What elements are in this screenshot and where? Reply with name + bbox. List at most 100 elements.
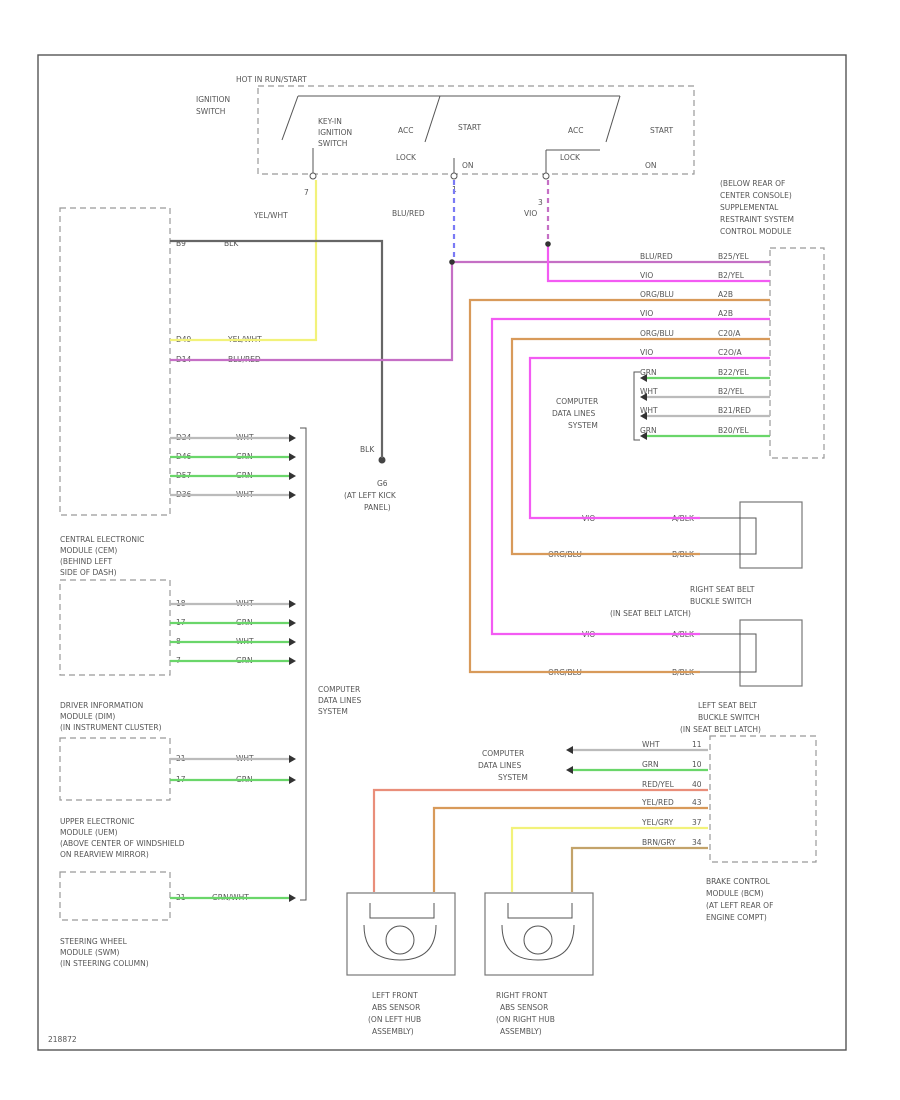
pin-3-label: 3 xyxy=(538,198,543,207)
srs-row-0-pin: B25/YEL xyxy=(718,252,750,261)
wire-org-blu-left-belt xyxy=(468,298,770,674)
bcm-row-5-wire: BRN/GRY xyxy=(642,838,676,847)
data-lines-label-2: DATA LINES xyxy=(318,696,361,705)
right-abs-coil-icon xyxy=(501,903,575,961)
ground-wire-label: BLK xyxy=(360,445,375,454)
swm-label-1: STEERING WHEEL xyxy=(60,937,128,946)
pin-7-label: 7 xyxy=(304,188,309,197)
bcm: BRAKE CONTROL MODULE (BCM) (AT LEFT REAR… xyxy=(478,735,817,922)
data-lines-label-1: COMPUTER xyxy=(318,685,360,694)
bcm-row-4-pin: 37 xyxy=(692,818,702,827)
uem-arrow-0 xyxy=(289,755,296,763)
left-belt-contact xyxy=(700,633,757,673)
right-abs-label-1: RIGHT FRONT xyxy=(496,991,548,1000)
dim-arrow-0 xyxy=(289,600,296,608)
dim: 18 WHT 17 GRN 8 WHT 7 GRN DRIVER INFORMA… xyxy=(59,579,254,732)
ground-label-2: (AT LEFT KICK xyxy=(344,491,397,500)
bcm-data-lines-label-3: SYSTEM xyxy=(498,773,528,782)
bcm-arrow-0 xyxy=(566,746,573,754)
wire-blk-ground xyxy=(170,239,384,458)
wire-vio-right-belt xyxy=(528,356,770,520)
splice-vio xyxy=(545,241,551,247)
srs-row-1-pin: B2/YEL xyxy=(718,271,745,280)
bcm-data-lines-label-2: DATA LINES xyxy=(478,761,521,770)
start-label-2: START xyxy=(650,126,674,135)
right-belt-label-2: BUCKLE SWITCH xyxy=(690,597,752,606)
cem-arrow-2 xyxy=(289,472,296,480)
cem-label-4: SIDE OF DASH) xyxy=(60,568,117,577)
ignition-switch: HOT IN RUN/START IGNITION SWITCH KEY-IN … xyxy=(196,75,695,220)
left-abs-label-1: LEFT FRONT xyxy=(372,991,418,1000)
lock-label-1: LOCK xyxy=(396,153,417,162)
left-abs-label-4: ASSEMBLY) xyxy=(372,1027,414,1036)
ignition-switch-box xyxy=(257,85,695,175)
bcm-row-5-pin: 34 xyxy=(692,838,702,847)
ground-label-1: G6 xyxy=(377,479,388,488)
bcm-arrow-1 xyxy=(566,766,573,774)
dim-label-1: DRIVER INFORMATION xyxy=(60,701,143,710)
bcm-row-1-pin: 10 xyxy=(692,760,702,769)
ground-label-3: PANEL) xyxy=(364,503,391,512)
srs-arrow-0 xyxy=(640,374,647,382)
srs-data-lines-label-2: DATA LINES xyxy=(552,409,595,418)
swm: 21 GRN/WHT STEERING WHEEL MODULE (SWM) (… xyxy=(59,871,249,968)
dim-arrow-2 xyxy=(289,638,296,646)
uem-arrow-1 xyxy=(289,776,296,784)
bcm-row-4-wire: YEL/GRY xyxy=(641,818,674,827)
right-belt-label-3: (IN SEAT BELT LATCH) xyxy=(610,609,691,618)
right-belt-box xyxy=(739,501,803,569)
left-belt-label-1: LEFT SEAT BELT xyxy=(698,701,757,710)
wire-blu-red-cem xyxy=(170,260,770,362)
right-abs-label-2: ABS SENSOR xyxy=(500,1003,548,1012)
dim-arrow-1 xyxy=(289,619,296,627)
left-abs-sensor: LEFT FRONT ABS SENSOR (ON LEFT HUB ASSEM… xyxy=(346,892,456,1036)
wire-org-blu-right-belt xyxy=(510,337,770,556)
srs-row-2-wire: ORG/BLU xyxy=(640,290,674,299)
left-abs-label-3: (ON LEFT HUB xyxy=(368,1015,421,1024)
blu-red-wire-label: BLU/RED xyxy=(392,209,425,218)
cem-arrow-0 xyxy=(289,434,296,442)
srs-row-9-wire: GRN xyxy=(640,426,657,435)
acc-label-1: ACC xyxy=(398,126,413,135)
srs-row-8-wire: WHT xyxy=(640,406,658,415)
bcm-label-4: ENGINE COMPT) xyxy=(706,913,767,922)
data-lines-bracket xyxy=(300,427,307,901)
terminal-1-icon xyxy=(450,172,458,180)
uem-label-3: (ABOVE CENTER OF WINDSHIELD xyxy=(60,839,185,848)
on-label-1: ON xyxy=(462,161,474,170)
wire-brn-gry-abs xyxy=(570,846,708,892)
acc-label-2: ACC xyxy=(568,126,583,135)
bcm-row-0-pin: 11 xyxy=(692,740,702,749)
vio-wire-label: VIO xyxy=(524,209,537,218)
left-abs-rotor-icon xyxy=(385,925,415,955)
left-belt-label-2: BUCKLE SWITCH xyxy=(698,713,760,722)
srs-arrow-1 xyxy=(640,393,647,401)
right-abs-box xyxy=(484,892,594,976)
srs-arrow-2 xyxy=(640,412,647,420)
left-seat-belt-switch: LEFT SEAT BELT BUCKLE SWITCH (IN SEAT BE… xyxy=(680,619,803,734)
bcm-label-2: MODULE (BCM) xyxy=(706,889,764,898)
terminal-7-icon xyxy=(309,172,317,180)
bcm-row-3-pin: 43 xyxy=(692,798,702,807)
cem-arrow-3 xyxy=(289,491,296,499)
bcm-row-3-wire: YEL/RED xyxy=(641,798,674,807)
srs-label-5: CONTROL MODULE xyxy=(720,227,792,236)
bcm-label-1: BRAKE CONTROL xyxy=(706,877,771,886)
swm-arrow xyxy=(289,894,296,902)
srs-module: (BELOW REAR OF CENTER CONSOLE) SUPPLEMEN… xyxy=(548,179,825,677)
dim-arrow-3 xyxy=(289,657,296,665)
uem-label-2: MODULE (UEM) xyxy=(60,828,118,837)
diagram-frame xyxy=(37,54,847,1051)
wires xyxy=(170,180,770,900)
swm-box xyxy=(59,871,171,921)
srs-row-5-pin: C2O/A xyxy=(718,348,742,357)
srs-data-lines-label-1: COMPUTER xyxy=(556,397,598,406)
bcm-row-0-wire: WHT xyxy=(642,740,660,749)
wire-yel-gry-abs xyxy=(510,826,708,892)
right-seat-belt-switch: RIGHT SEAT BELT BUCKLE SWITCH (IN SEAT B… xyxy=(610,501,803,618)
dim-label-2: MODULE (DIM) xyxy=(60,712,115,721)
splice-blu-red xyxy=(449,259,455,265)
ignition-switch-label-1: IGNITION xyxy=(196,95,230,104)
srs-row-0-wire: BLU/RED xyxy=(640,252,673,261)
hot-in-run-start-label: HOT IN RUN/START xyxy=(236,75,307,84)
